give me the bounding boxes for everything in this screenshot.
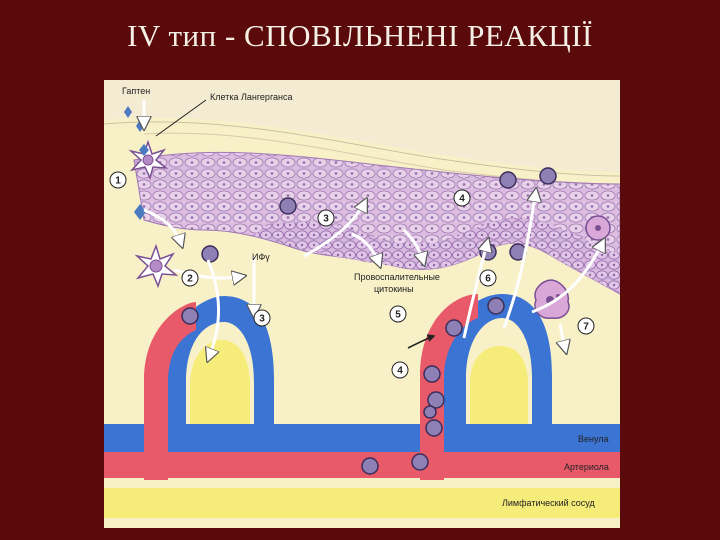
- step-badge-4-epidermis: 4: [454, 190, 470, 206]
- slide-title: IV тип - СПОВІЛЬНЕНІ РЕАКЦІЇ: [0, 18, 720, 54]
- step-badge-5: 5: [390, 306, 406, 322]
- label-lymph-vessel: Лимфатический сосуд: [502, 498, 595, 508]
- label-venule: Венула: [578, 434, 609, 444]
- label-langerhans-cell: Клетка Лангерганса: [210, 92, 293, 102]
- lymphocyte: [446, 320, 462, 336]
- lymphocyte: [424, 366, 440, 382]
- label-ifn: ИФγ: [252, 252, 270, 262]
- svg-text:3: 3: [259, 314, 265, 325]
- lymphocyte: [426, 420, 442, 436]
- lymphocyte: [412, 454, 428, 470]
- label-cytokines-line1: Провоспалительные: [354, 272, 440, 282]
- epidermis-target-cell: [586, 216, 610, 240]
- lymphocyte: [488, 298, 504, 314]
- step-badge-3: 3: [254, 310, 270, 326]
- step-badge-6: 6: [480, 270, 496, 286]
- diagram-figure: 1 2 3 3 4 4 5 6: [104, 80, 620, 528]
- svg-text:4: 4: [397, 366, 403, 377]
- svg-text:7: 7: [583, 322, 589, 333]
- step-badge-4-vessel: 4: [392, 362, 408, 378]
- svg-text:3: 3: [323, 214, 329, 225]
- svg-text:2: 2: [187, 274, 193, 285]
- lymphocyte: [280, 198, 296, 214]
- lymphocyte: [362, 458, 378, 474]
- lymphocyte: [500, 172, 516, 188]
- svg-text:1: 1: [115, 176, 121, 187]
- lymphocyte: [182, 308, 198, 324]
- step-badge-3-epidermis: 3: [318, 210, 334, 226]
- step-badge-1: 1: [110, 172, 126, 188]
- label-cytokines-line2: цитокины: [374, 284, 414, 294]
- lymphocyte: [202, 246, 218, 262]
- label-hapten: Гаптен: [122, 86, 150, 96]
- svg-text:4: 4: [459, 194, 465, 205]
- step-badge-7: 7: [578, 318, 594, 334]
- lymphocyte: [540, 168, 556, 184]
- step-badge-2: 2: [182, 270, 198, 286]
- svg-text:6: 6: [485, 274, 491, 285]
- right-capillary-inner: [470, 346, 528, 424]
- svg-text:5: 5: [395, 310, 401, 321]
- label-arteriole: Артериола: [564, 462, 609, 472]
- lymphocyte: [424, 406, 436, 418]
